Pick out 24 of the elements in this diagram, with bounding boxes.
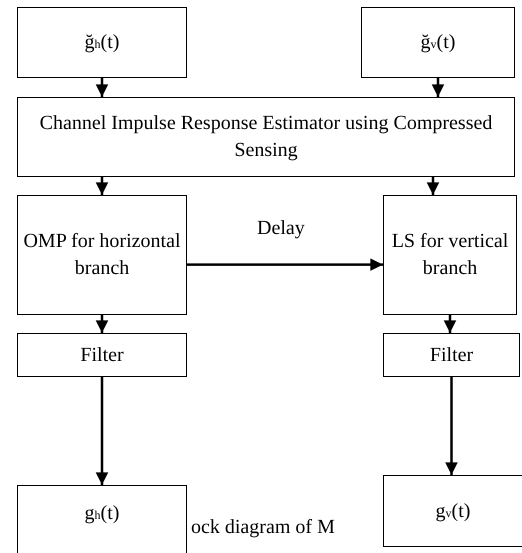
box-text: Filter xyxy=(430,342,474,368)
process-box xyxy=(383,475,522,547)
arrow xyxy=(432,78,444,97)
arrow xyxy=(96,177,108,195)
process-box xyxy=(17,485,187,553)
process-box xyxy=(383,333,520,377)
process-box xyxy=(17,333,187,377)
arrow xyxy=(426,177,440,195)
box-text: LS for vertical branch xyxy=(390,229,510,281)
box-text: OMP for horizontal branch xyxy=(22,229,182,281)
arrow xyxy=(96,78,108,97)
box-text: Filter xyxy=(80,342,124,368)
process-box xyxy=(17,7,187,78)
arrow xyxy=(187,258,383,271)
arrow xyxy=(445,377,458,475)
process-box xyxy=(17,97,515,177)
arrow xyxy=(96,315,108,333)
process-box xyxy=(383,195,517,315)
caption: ock diagram of M xyxy=(191,516,335,539)
process-box xyxy=(361,7,515,78)
process-box xyxy=(17,195,187,315)
arrow xyxy=(444,315,456,333)
box-text: Channel Impulse Response Estimator using Compressed Sensing xyxy=(38,111,494,163)
arrow xyxy=(96,377,108,485)
